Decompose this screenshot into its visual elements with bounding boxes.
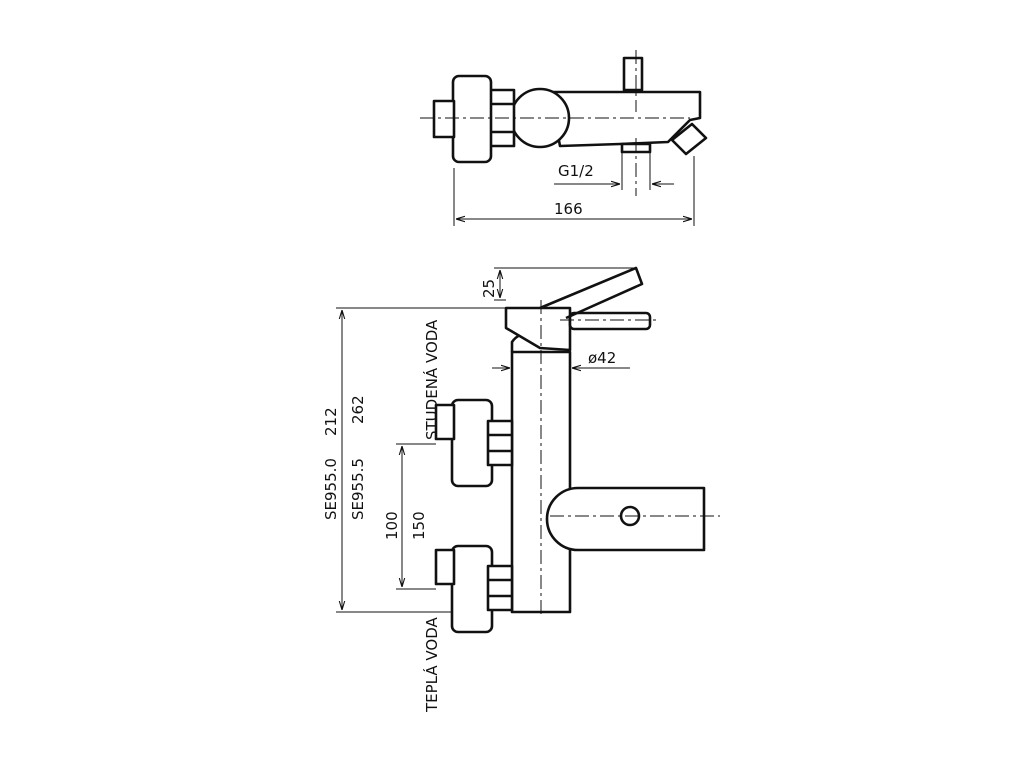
dim-width: 166 xyxy=(453,156,695,226)
dim-spacing: 100 150 xyxy=(383,443,436,590)
dim-lever: 25 xyxy=(480,267,636,301)
dim-thread-label: G1/2 xyxy=(558,162,594,180)
side-view: 25 ø42 STUDENÁ VODA TEPLÁ VODA 100 150 S… xyxy=(322,266,720,713)
dim-diameter: ø42 xyxy=(492,349,630,368)
side-view-body xyxy=(434,266,720,634)
model-a-label: SE955.0 xyxy=(322,458,340,520)
label-cold-water: STUDENÁ VODA xyxy=(422,319,441,440)
dim-height-b: 262 xyxy=(349,395,367,424)
top-view: G1/2 166 xyxy=(420,50,708,226)
model-b-label: SE955.5 xyxy=(349,458,367,520)
dim-height-a: 212 xyxy=(322,407,340,436)
dim-lever-label: 25 xyxy=(480,279,498,298)
label-hot-water: TEPLÁ VODA xyxy=(422,616,441,713)
dim-width-label: 166 xyxy=(554,200,583,218)
dim-height: SE955.0 212 SE955.5 262 xyxy=(322,307,506,613)
dim-diameter-label: ø42 xyxy=(588,349,616,367)
dim-thread: G1/2 xyxy=(554,150,674,190)
dim-spacing-a: 100 xyxy=(383,511,401,540)
dim-spacing-b: 150 xyxy=(410,511,428,540)
top-view-body xyxy=(420,50,708,196)
